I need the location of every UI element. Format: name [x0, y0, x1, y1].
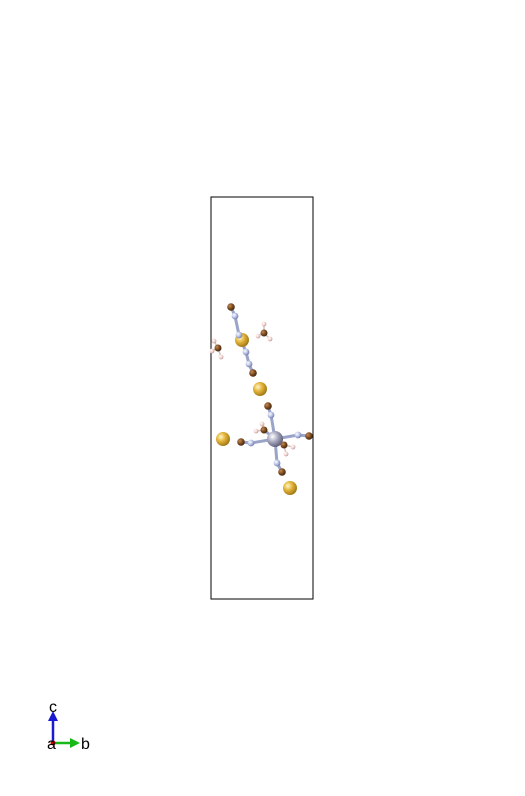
- n-atom: [231, 312, 239, 320]
- b-axis-arrowhead: [70, 738, 80, 748]
- c-atom: [278, 468, 286, 476]
- n-atom: [267, 411, 275, 419]
- bonds: [229, 305, 311, 474]
- axis-triad: c a b: [47, 699, 90, 753]
- n-atom: [294, 431, 302, 439]
- n-atom: [245, 360, 253, 368]
- n-atom: [247, 439, 255, 447]
- n-atom: [242, 348, 250, 356]
- h-atom: [209, 348, 215, 354]
- unit-cell-outline: [210, 196, 314, 600]
- h-atom: [267, 336, 273, 342]
- c-atom: [264, 402, 272, 410]
- h-atom: [218, 354, 224, 360]
- c-atom: [214, 344, 222, 352]
- c-atom: [260, 329, 268, 337]
- c-atom: [237, 438, 245, 446]
- hydrogen-atoms: [209, 321, 296, 457]
- c-atom: [280, 441, 288, 449]
- n-atom: [273, 459, 281, 467]
- a-axis-label: a: [47, 736, 56, 753]
- k-atom: [283, 481, 297, 495]
- carbon-atoms: [214, 303, 313, 476]
- h-atom: [290, 444, 296, 450]
- a-axis-dot: [50, 740, 56, 746]
- h-atom: [211, 338, 217, 344]
- nitrogen-atoms: [231, 312, 302, 467]
- h-atom: [255, 333, 261, 339]
- c-atom: [260, 426, 268, 434]
- c-atom: [249, 369, 257, 377]
- metal-atom: [267, 431, 283, 447]
- n-atom: [235, 331, 243, 339]
- c-axis-arrowhead: [48, 711, 58, 721]
- h-atom: [259, 421, 265, 427]
- h-atom: [253, 428, 259, 434]
- k-atom: [253, 382, 267, 396]
- c-atom: [227, 303, 235, 311]
- b-axis-label: b: [81, 736, 90, 753]
- h-atom: [283, 451, 289, 457]
- c-axis-label: c: [49, 699, 57, 716]
- h-atom: [261, 321, 267, 327]
- k-atom: [216, 432, 230, 446]
- c-atom: [305, 432, 313, 440]
- potassium-atoms: [216, 333, 297, 495]
